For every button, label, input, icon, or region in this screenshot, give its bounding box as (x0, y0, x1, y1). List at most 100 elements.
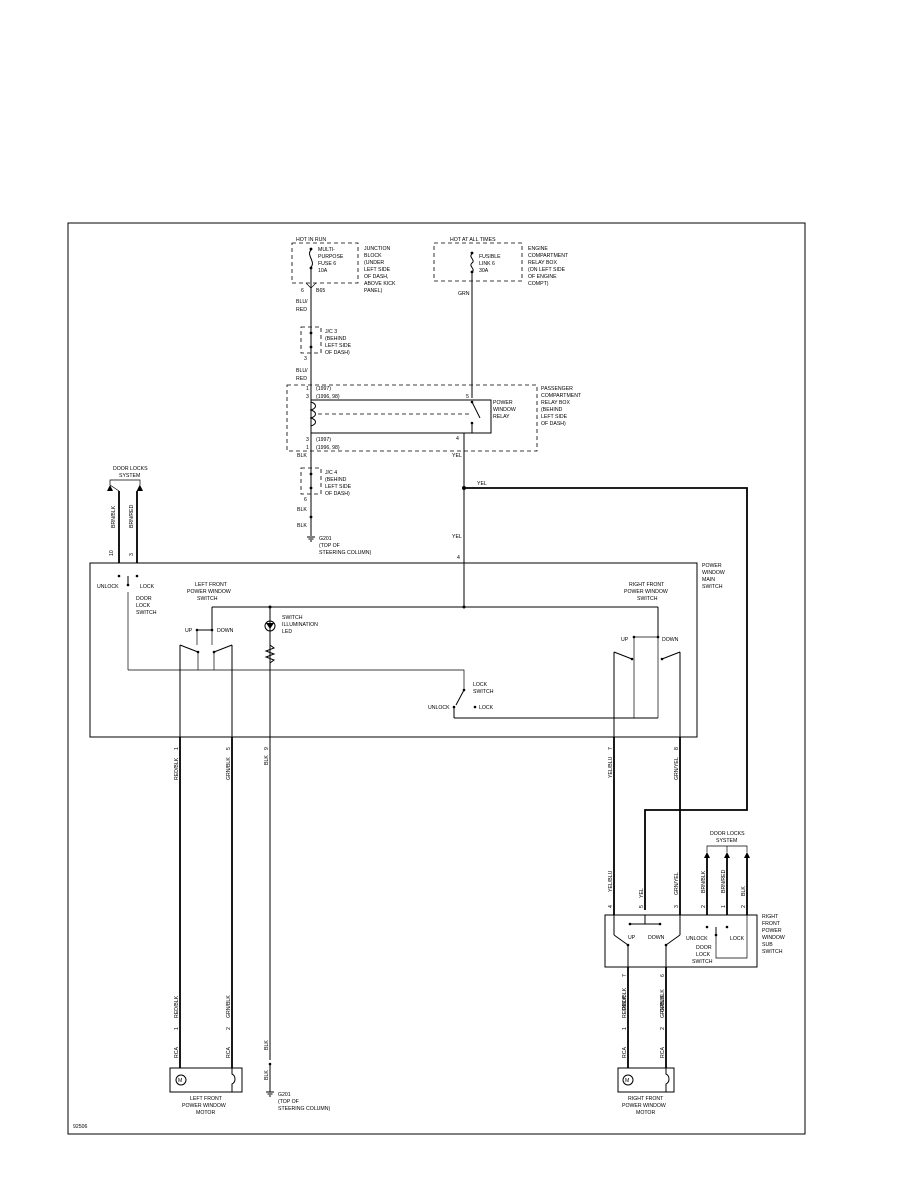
svg-text:BRN/RED: BRN/RED (721, 869, 727, 893)
left-motor-label: LEFT FRONT POWER WINDOW MOTOR (182, 1096, 226, 1116)
up-label-sub: UP (628, 935, 636, 941)
svg-text:9: 9 (264, 747, 270, 750)
svg-text:SWITCH: SWITCH (692, 959, 713, 965)
sub-door-lock-switch-label: DOOR LOCK SWITCH (692, 945, 713, 965)
b65-label: B65 (316, 288, 325, 294)
svg-text:SYSTEM: SYSTEM (716, 838, 737, 844)
svg-text:SWITCH: SWITCH (473, 689, 494, 695)
svg-text:POWER WINDOW: POWER WINDOW (624, 589, 668, 595)
main-switch-bottom-wire-labels: RED/BLK GRN/BLK BLK YEL/BLU GRN/YEL (174, 755, 680, 780)
svg-text:MULTI-: MULTI- (318, 247, 335, 253)
svg-text:8: 8 (674, 747, 680, 750)
svg-text:OF DASH): OF DASH) (325, 491, 350, 497)
svg-text:WINDOW: WINDOW (702, 570, 725, 576)
svg-text:BRN/BLK: BRN/BLK (701, 870, 707, 893)
svg-text:RIGHT FRONT: RIGHT FRONT (629, 582, 665, 588)
svg-text:STEERING COLUMN): STEERING COLUMN) (319, 550, 371, 556)
sub-switch-top-pins: 4 5 3 2 1 2 (608, 905, 747, 908)
relay-year-1997a: (1997) (316, 386, 331, 392)
svg-text:RCA: RCA (174, 1047, 180, 1058)
illumination-led-icon (264, 620, 276, 632)
svg-text:2: 2 (660, 1027, 666, 1030)
left-front-motor (169, 1067, 243, 1093)
fuse-6-label: MULTI- PURPOSE FUSE 6 10A (318, 247, 344, 274)
wire-label-brn-red: BRN/RED (129, 504, 135, 528)
svg-text:DOOR: DOOR (136, 596, 152, 602)
fusible-link-symbol (470, 251, 474, 274)
hot-at-all-times-label: HOT AT ALL TIMES (450, 237, 496, 243)
svg-text:LEFT SIDE: LEFT SIDE (325, 484, 352, 490)
svg-text:J/C 3: J/C 3 (325, 329, 337, 335)
svg-text:RCA: RCA (622, 1047, 628, 1058)
left-front-switch-label: LEFT FRONT POWER WINDOW SWITCH (187, 582, 231, 602)
sub-switch-contacts (613, 915, 748, 967)
svg-text:POWER: POWER (702, 563, 722, 569)
svg-text:PANEL): PANEL) (364, 288, 383, 294)
svg-text:BLK: BLK (264, 755, 270, 765)
svg-text:(UNDER: (UNDER (364, 260, 384, 266)
svg-text:(ON LEFT SIDE: (ON LEFT SIDE (528, 267, 566, 273)
diagram-frame (67, 222, 806, 1135)
svg-text:LEFT FRONT: LEFT FRONT (190, 1096, 223, 1102)
svg-text:RELAY BOX: RELAY BOX (541, 400, 570, 406)
relay-pin-3b: 3 (306, 437, 309, 443)
unlock-label-lock-switch: UNLOCK (428, 705, 450, 711)
right-motor-icon (622, 1074, 634, 1086)
right-motor-label: RIGHT FRONT POWER WINDOW MOTOR (622, 1096, 666, 1116)
svg-text:BLOCK: BLOCK (364, 253, 382, 259)
relay-year-1996b: (1996, 98) (316, 445, 340, 451)
svg-text:30A: 30A (479, 268, 489, 274)
svg-text:LEFT SIDE: LEFT SIDE (541, 414, 568, 420)
relay-contact-icon (470, 400, 481, 433)
svg-text:2: 2 (226, 1027, 232, 1030)
right-front-switch-contacts (613, 635, 681, 718)
svg-text:6: 6 (660, 974, 666, 977)
diagram-id: 92506 (73, 1124, 88, 1130)
door-locks-system-right: DOOR LOCKS SYSTEM (704, 831, 750, 858)
svg-text:RELAY BOX: RELAY BOX (528, 260, 557, 266)
svg-text:RED/BLK: RED/BLK (622, 987, 628, 1010)
svg-text:SWITCH: SWITCH (197, 596, 218, 602)
relay-coil-icon (309, 401, 472, 427)
svg-text:FUSIBLE: FUSIBLE (479, 254, 501, 260)
wire-label-blu-red-a: BLU/ (296, 299, 308, 305)
down-label-left: DOWN (217, 628, 234, 634)
ground-g201-bottom-icon (266, 1091, 274, 1097)
right-motor-connector-labels: RED/BLK GRN/BLK 1 2 RCA RCA (622, 995, 666, 1058)
down-label-sub: DOWN (648, 935, 665, 941)
power-window-main-switch (89, 562, 698, 738)
right-front-switch-label: RIGHT FRONT POWER WINDOW SWITCH (624, 582, 668, 602)
door-lock-switch-left (117, 574, 139, 670)
svg-text:SWITCH: SWITCH (762, 949, 783, 955)
svg-text:POWER: POWER (762, 928, 782, 934)
connector-b65 (305, 282, 317, 289)
jc3-pin: 3 (304, 356, 307, 362)
svg-text:GRN/YEL: GRN/YEL (674, 757, 680, 780)
relay-pin-4: 4 (456, 436, 459, 442)
pin-3-left: 3 (129, 553, 135, 556)
svg-text:DOOR LOCKS: DOOR LOCKS (113, 466, 148, 472)
svg-text:2: 2 (741, 905, 747, 908)
junction-block-box (291, 242, 359, 284)
svg-text:POWER WINDOW: POWER WINDOW (182, 1103, 226, 1109)
door-locks-system-left: DOOR LOCKS SYSTEM (107, 466, 148, 491)
svg-text:YEL: YEL (639, 888, 645, 898)
wire-label-blk-g201: BLK (264, 1040, 270, 1050)
lock-switch-label: LOCK SWITCH (473, 682, 494, 695)
relay-pin-3a: 3 (306, 394, 309, 400)
svg-text:MAIN: MAIN (702, 577, 715, 583)
svg-text:RED/BLK: RED/BLK (174, 757, 180, 780)
wire-label-yel-c: YEL (452, 534, 462, 540)
lock-label-lock-switch: LOCK (479, 705, 494, 711)
pin-6: 6 (301, 288, 304, 294)
svg-text:MOTOR: MOTOR (196, 1110, 215, 1116)
svg-text:(BEHIND: (BEHIND (325, 477, 347, 483)
left-motor-m: M (178, 1078, 182, 1084)
up-label-right: UP (621, 637, 629, 643)
svg-text:1: 1 (174, 1027, 180, 1030)
svg-text:J/C 4: J/C 4 (325, 470, 337, 476)
svg-text:GRN/YEL: GRN/YEL (674, 872, 680, 895)
down-label-right: DOWN (662, 637, 679, 643)
svg-text:ABOVE KICK: ABOVE KICK (364, 281, 396, 287)
svg-text:(BEHIND: (BEHIND (325, 336, 347, 342)
